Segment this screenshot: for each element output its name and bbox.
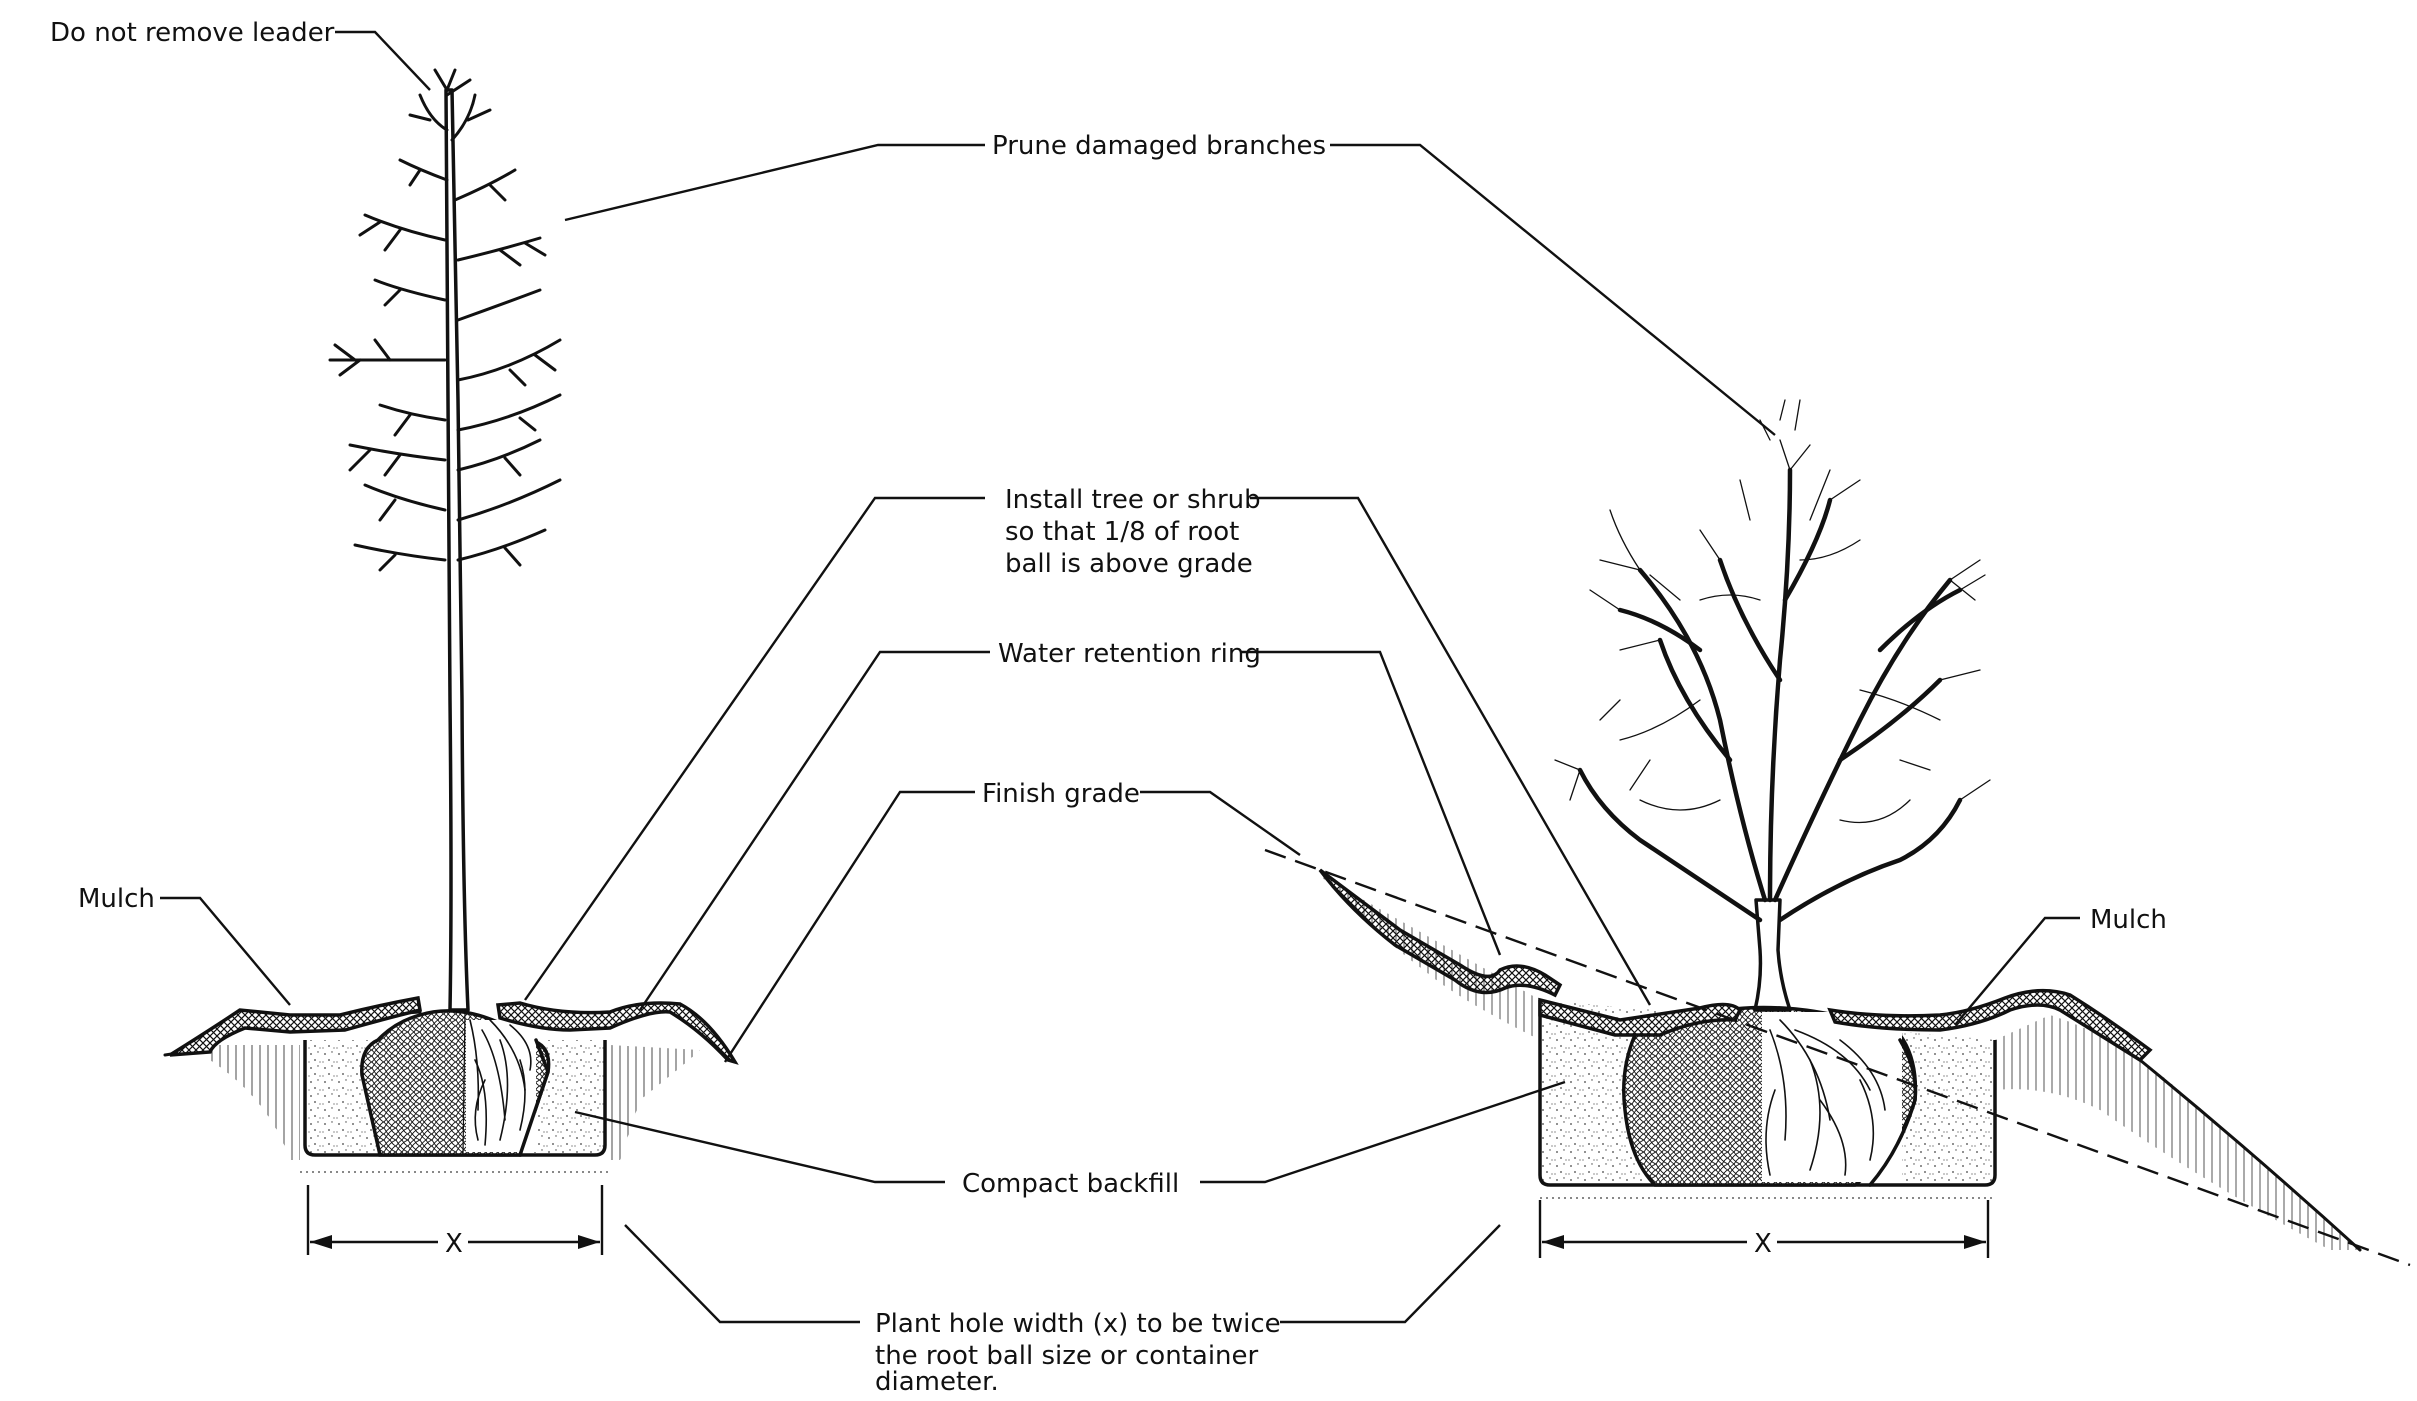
left-tree-assembly (163, 68, 739, 1173)
right-tree-twigs (1554, 399, 1991, 824)
left-fine-roots (469, 1019, 532, 1146)
label-install-line-3: ball is above grade (1005, 549, 1253, 579)
right-right-slope-hatch (1995, 1015, 2360, 1250)
label-water-retention-ring: Water retention ring (998, 639, 1261, 669)
right-left-slope-hatch (1320, 875, 1540, 1040)
label-plant-hole-line-3: diameter. (875, 1367, 999, 1396)
callout-labels: Do not remove leader Prune damaged branc… (50, 18, 2167, 1397)
right-tree-assembly (1264, 399, 2411, 1267)
finish-grade-dashed-line (1264, 848, 2411, 1267)
label-plant-hole-line-1: Plant hole width (x) to be twice (875, 1309, 1281, 1339)
label-install-line-2: so that 1/8 of root (1005, 517, 1239, 547)
right-fine-roots (1765, 1019, 1886, 1176)
dimension-right (1538, 1200, 1990, 1258)
label-mulch-right: Mulch (2090, 905, 2167, 935)
label-finish-grade: Finish grade (982, 779, 1140, 809)
left-earth-hatch (210, 1045, 300, 1160)
leader-lines (160, 30, 2080, 1324)
right-mulch-layer (1538, 997, 1743, 1037)
right-tree-branches (1577, 467, 1963, 923)
right-tree-trunk (1753, 898, 1792, 1012)
label-prune-damaged-branches: Prune damaged branches (992, 131, 1326, 161)
label-plant-hole-line-2: the root ball size or container (875, 1341, 1259, 1371)
label-do-not-remove-leader: Do not remove leader (50, 18, 335, 48)
dimension-label-right: X (1754, 1229, 1772, 1259)
left-tree-branches (328, 68, 562, 572)
dimension-left (306, 1185, 604, 1258)
left-mulch-layer (169, 995, 422, 1057)
dimension-label-left: X (445, 1229, 463, 1259)
label-compact-backfill: Compact backfill (962, 1169, 1179, 1199)
label-install-line-1: Install tree or shrub (1005, 485, 1261, 515)
left-tree-trunk (444, 88, 470, 1012)
label-mulch-left: Mulch (78, 884, 155, 914)
